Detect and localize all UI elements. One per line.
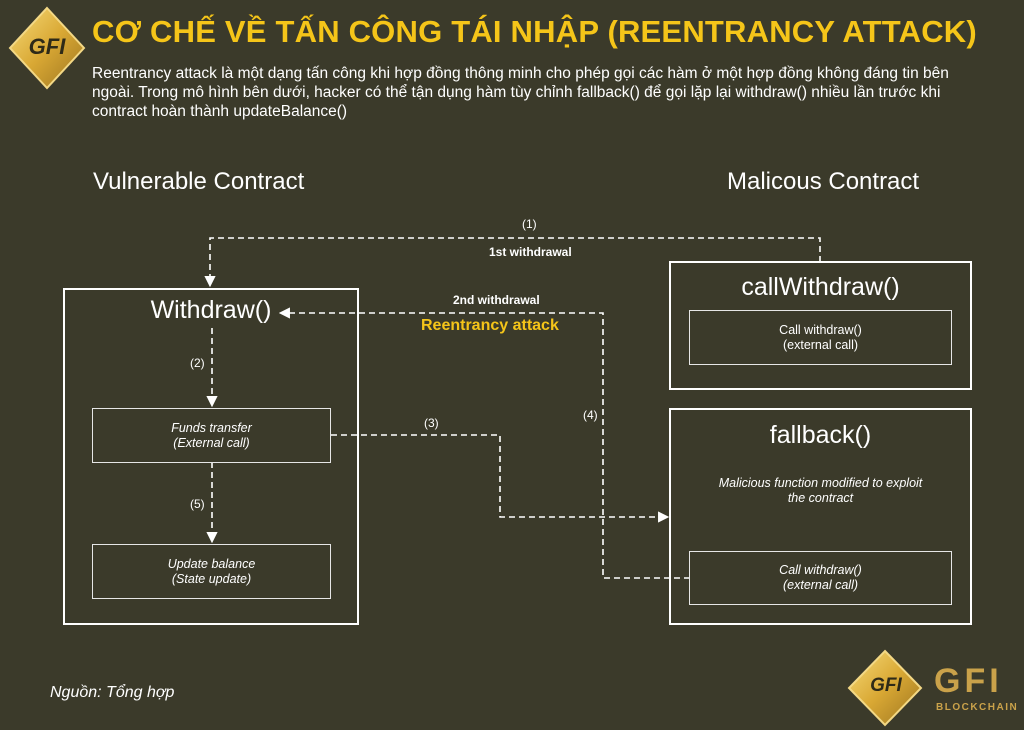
call-withdraw-title: callWithdraw() [741,273,900,301]
funds-transfer-sub: (External call) [173,435,250,450]
step-1-label: (1) [522,217,537,231]
arrow-first-withdrawal [204,237,821,288]
logo-text: GFI [28,34,66,59]
funds-transfer-label: Funds transfer [171,420,252,435]
step-4-label: (4) [583,408,598,422]
step-5-label: (5) [190,497,205,511]
step-3-label: (3) [424,416,439,430]
fallback-description: Malicious function modified to exploit t… [669,476,972,506]
fallback-description-line1: Malicious function modified to exploit [718,476,923,490]
arrow-step-4-reentrancy [278,307,690,579]
intro-text: Reentrancy attack là một dạng tấn công k… [92,65,949,120]
update-balance-label: Update balance [167,556,256,571]
call-withdraw-inner-sub: (external call) [782,337,859,352]
fallback-box [669,408,972,625]
vulnerable-contract-box [63,288,359,625]
fallback-title: fallback() [769,421,872,449]
update-balance-box: Update balance (State update) [92,544,331,599]
first-withdrawal-label: 1st withdrawal [489,245,572,259]
fallback-call-withdraw-label: Call withdraw() [779,563,862,577]
gfi-brand-logo-icon [847,649,923,727]
funds-transfer-box: Funds transfer (External call) [92,408,331,463]
arrow-step-3 [331,434,670,523]
second-withdrawal-label: 2nd withdrawal [453,293,540,307]
brand-subtitle: BLOCKCHAIN [936,702,1019,713]
reentrancy-attack-label: Reentrancy attack [421,317,559,334]
call-withdraw-inner-label: Call withdraw() [779,322,862,337]
page-title: CƠ CHẾ VỀ TẤN CÔNG TÁI NHẬP (REENTRANCY … [92,14,977,49]
withdraw-function-title: Withdraw() [150,296,272,324]
fallback-call-withdraw-sub: (external call) [782,578,859,592]
call-withdraw-box [669,261,972,390]
brand-name: GFI [934,662,1003,700]
brand-logo-text: GFI [870,675,902,696]
update-balance-sub: (State update) [171,571,252,586]
source-note: Nguồn: Tổng hợp [50,684,175,701]
gfi-logo-icon [8,6,86,90]
malicious-contract-heading: Malicous Contract [727,168,920,195]
vulnerable-contract-heading: Vulnerable Contract [93,168,305,195]
step-2-label: (2) [190,356,205,370]
fallback-call-withdraw-box: Call withdraw() (external call) [689,551,952,605]
fallback-description-line2: the contract [787,491,854,505]
call-withdraw-inner-box: Call withdraw() (external call) [689,310,952,365]
